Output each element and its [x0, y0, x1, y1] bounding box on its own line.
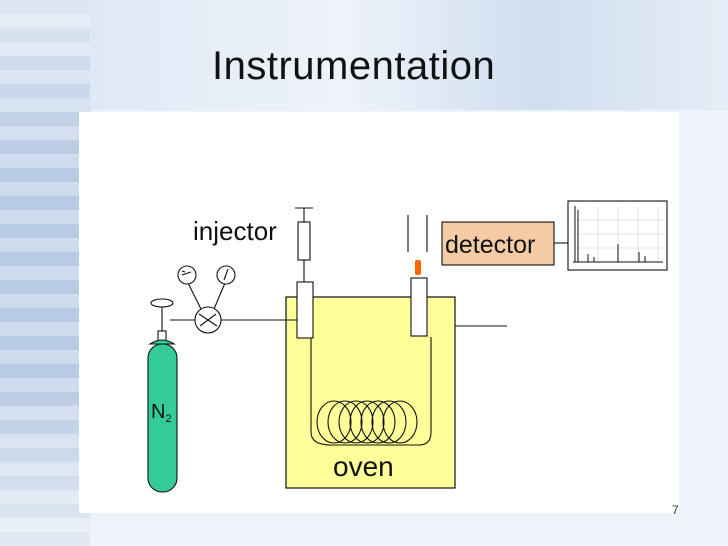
injector-syringe — [295, 207, 313, 282]
detector-port — [410, 277, 428, 337]
detector-flame — [415, 260, 421, 275]
gc-instrument-diagram: oven injector detector — [79, 112, 679, 513]
column-coil — [310, 337, 432, 446]
diagram-canvas: oven injector detector — [147, 200, 668, 493]
oven-label: oven — [333, 451, 394, 482]
detector-electrodes — [407, 215, 428, 252]
slide-title: Instrumentation — [212, 44, 496, 88]
gas-label: N2 — [151, 401, 172, 425]
background-pattern-left — [0, 0, 90, 546]
flow-controller — [187, 282, 226, 334]
gas-symbol: N — [151, 401, 165, 423]
injector-label: injector — [193, 216, 277, 246]
background-band-top — [90, 0, 728, 110]
detector-label: detector — [445, 231, 535, 259]
pressure-gauge-left — [177, 265, 197, 285]
slide-number: 7 — [672, 503, 679, 517]
injector-port — [296, 281, 314, 339]
chromatogram-recorder — [567, 200, 668, 271]
detector-box — [441, 221, 555, 266]
gas-cylinder — [147, 298, 178, 493]
gas-subscript: 2 — [165, 413, 171, 425]
pressure-gauge-right — [216, 265, 236, 285]
